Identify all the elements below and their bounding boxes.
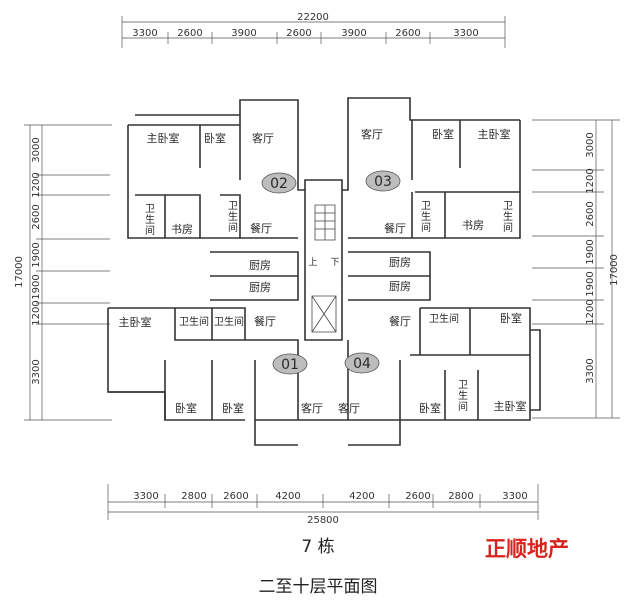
svg-text:间: 间 xyxy=(145,224,155,237)
room-living-04: 客厅 xyxy=(338,401,360,415)
left-dimension-6: 1200 xyxy=(31,300,42,325)
left-dimension-4: 1900 xyxy=(31,242,42,267)
svg-text:生: 生 xyxy=(228,210,238,223)
top-dimension-4: 2600 xyxy=(286,28,311,39)
brand-watermark: 正顺地产 xyxy=(485,537,569,561)
room-bedroom-01b: 卧室 xyxy=(222,401,244,415)
right-dimension-5: 1900 xyxy=(585,271,596,296)
right-dimension-6: 1200 xyxy=(585,299,596,324)
room-dining-04: 餐厅 xyxy=(389,314,411,328)
bottom-total-dimension: 25800 xyxy=(307,515,339,526)
room-living-01: 客厅 xyxy=(301,401,323,415)
bottom-dimension-6: 2600 xyxy=(405,491,430,502)
top-dimension-5: 3900 xyxy=(341,28,366,39)
room-living-02: 客厅 xyxy=(252,131,274,145)
left-dimension-7: 3300 xyxy=(31,359,42,384)
room-master-bedroom-04: 主卧室 xyxy=(494,399,527,413)
unit-marker-04-badge xyxy=(344,352,380,374)
left-total-dimension: 17000 xyxy=(14,256,25,288)
room-dining-02: 餐厅 xyxy=(250,221,272,235)
top-total-dimension: 22200 xyxy=(297,12,329,23)
unit-marker-03-badge xyxy=(365,170,401,192)
unit-markers: 02 03 01 04 xyxy=(261,170,401,375)
unit-marker-02-badge xyxy=(261,172,297,194)
title-block: 7 栋 二至十层平面图 正顺地产 xyxy=(259,537,570,597)
left-dimension-5: 1900 xyxy=(31,274,42,299)
svg-text:间: 间 xyxy=(421,221,431,234)
building-walls xyxy=(107,97,541,446)
room-bathroom-01a: 卫生间 xyxy=(179,315,209,328)
right-dimension-3: 2600 xyxy=(585,201,596,226)
svg-text:生: 生 xyxy=(421,210,431,223)
right-dimension-7: 3300 xyxy=(585,358,596,383)
room-bathroom-03a: 卫 xyxy=(421,201,431,212)
top-dimension-2: 2600 xyxy=(177,28,202,39)
room-bathroom-01b: 卫生间 xyxy=(214,315,244,328)
room-bathroom-03b: 卫 xyxy=(503,201,513,212)
svg-text:间: 间 xyxy=(458,400,468,413)
room-bathroom-04b: 卫 xyxy=(458,380,468,391)
bottom-dimension-5: 4200 xyxy=(349,491,374,502)
right-dimension-2: 1200 xyxy=(585,168,596,193)
svg-text:生: 生 xyxy=(503,210,513,223)
room-bedroom-04a: 卧室 xyxy=(500,311,522,325)
room-kitchen-01: 厨房 xyxy=(249,281,271,294)
stair-down-label: 下 xyxy=(330,258,339,268)
room-master-bedroom-01: 主卧室 xyxy=(119,315,152,329)
unit-number-03: 03 xyxy=(374,174,392,190)
top-dimension-1: 3300 xyxy=(132,28,157,39)
top-dimension-6: 2600 xyxy=(395,28,420,39)
bottom-dimension-3: 2600 xyxy=(223,491,248,502)
bottom-dimension-7: 2800 xyxy=(448,491,473,502)
room-kitchen-04: 厨房 xyxy=(389,280,411,293)
room-bathroom-04a: 卫生间 xyxy=(429,312,459,325)
top-dimension-7: 3300 xyxy=(453,28,478,39)
room-bedroom-02: 卧室 xyxy=(204,131,226,145)
right-dimension-4: 1900 xyxy=(585,239,596,264)
top-dimension-chain: 22200 3300 2600 3900 2600 3900 2600 3300 xyxy=(121,12,506,48)
room-kitchen-02: 厨房 xyxy=(249,259,271,272)
room-master-bedroom-03: 主卧室 xyxy=(478,127,511,141)
bottom-dimension-chain: 3300 2800 2600 4200 4200 2600 2800 3300 … xyxy=(107,484,539,526)
right-dimension-chain: 17000 3000 1200 2600 1900 1900 1200 3300 xyxy=(532,119,620,419)
room-labels: 主卧室 卧室 客厅 书房 餐厅 卫 生 间 卫 生 间 客厅 卧室 主卧室 餐厅… xyxy=(119,127,527,415)
unit-marker-01-badge xyxy=(272,353,308,375)
room-living-03: 客厅 xyxy=(361,127,383,141)
svg-text:生: 生 xyxy=(145,213,155,226)
bottom-dimension-8: 3300 xyxy=(502,491,527,502)
unit-number-02: 02 xyxy=(270,176,288,192)
room-bedroom-03: 卧室 xyxy=(432,127,454,141)
left-dimension-3: 2600 xyxy=(31,204,42,229)
left-dimension-1: 3000 xyxy=(31,137,42,162)
room-master-bedroom-02: 主卧室 xyxy=(147,131,180,145)
room-bedroom-01a: 卧室 xyxy=(175,401,197,415)
bottom-dimension-2: 2800 xyxy=(181,491,206,502)
stair-up-label: 上 xyxy=(308,257,317,268)
bottom-dimension-1: 3300 xyxy=(133,491,158,502)
room-dining-01: 餐厅 xyxy=(254,314,276,328)
room-dining-03: 餐厅 xyxy=(384,221,406,235)
room-kitchen-03: 厨房 xyxy=(389,256,411,269)
svg-text:间: 间 xyxy=(503,221,513,234)
unit-number-04: 04 xyxy=(353,356,371,372)
left-dimension-2: 1200 xyxy=(31,172,42,197)
top-dimension-3: 3900 xyxy=(231,28,256,39)
right-dimension-1: 3000 xyxy=(585,132,596,157)
room-study-03: 书房 xyxy=(462,219,484,232)
room-bathroom-02a: 卫 xyxy=(145,204,155,215)
room-bathroom-02b: 卫 xyxy=(228,201,238,212)
left-dimension-chain: 17000 3000 1200 2600 1900 1900 1200 3300 xyxy=(14,124,112,421)
unit-number-01: 01 xyxy=(281,357,299,373)
building-number: 7 栋 xyxy=(301,537,334,557)
room-study-02: 书房 xyxy=(171,223,193,236)
svg-text:间: 间 xyxy=(228,221,238,234)
svg-text:生: 生 xyxy=(458,389,468,402)
room-bedroom-04b: 卧室 xyxy=(419,401,441,415)
bottom-dimension-4: 4200 xyxy=(275,491,300,502)
floor-plan-title: 二至十层平面图 xyxy=(259,577,378,597)
right-total-dimension: 17000 xyxy=(609,254,620,286)
